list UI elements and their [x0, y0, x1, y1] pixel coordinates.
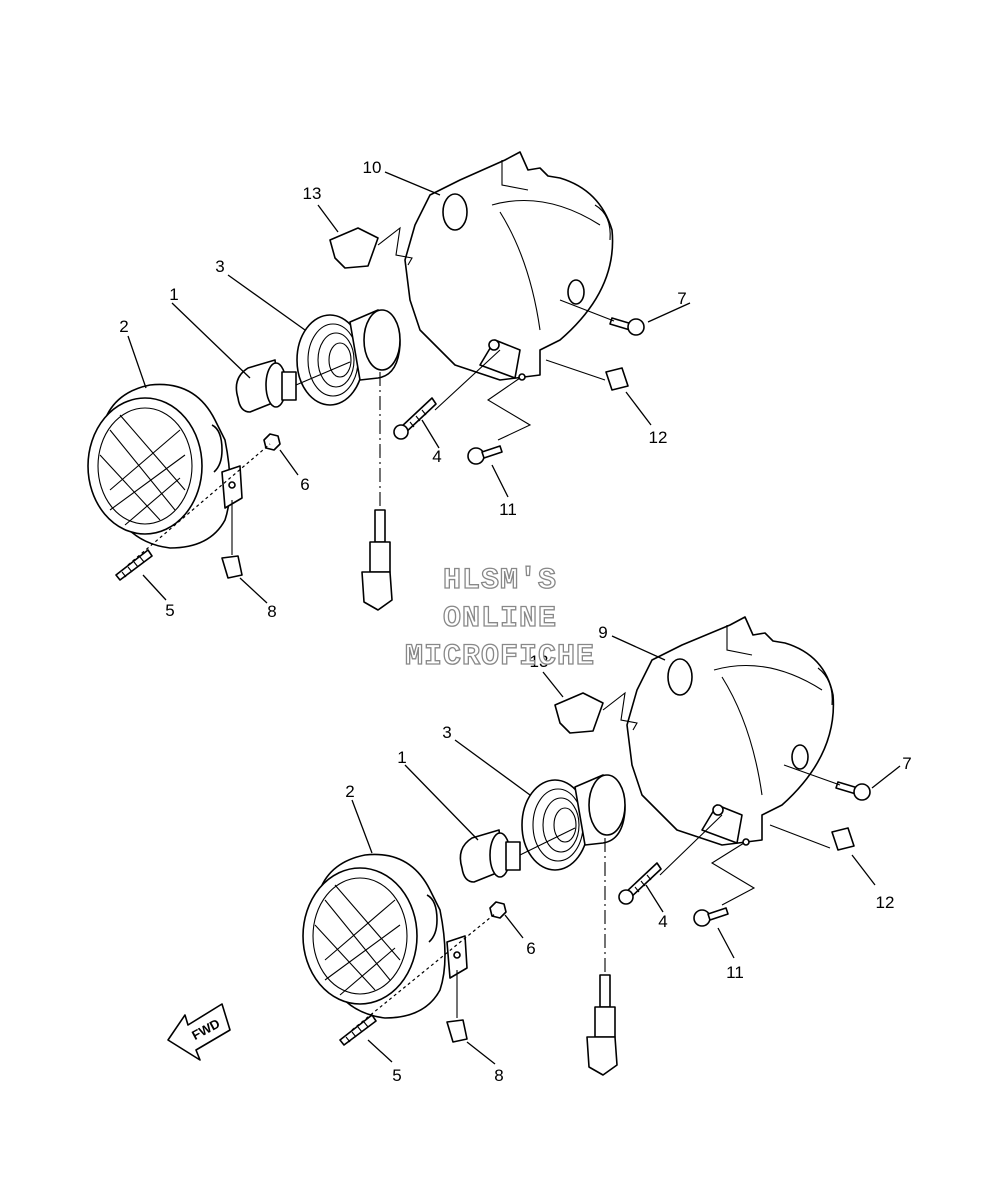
clip-nut-12-lower: [831, 827, 855, 851]
screw-4-lower: [618, 862, 662, 905]
bulb-socket-3: [296, 309, 401, 406]
screw-7-lower: [835, 781, 871, 801]
callout-13-lower: 13: [530, 652, 549, 671]
fwd-marker: FWD: [167, 1003, 231, 1061]
callout-2: 2: [119, 317, 128, 336]
callout-6-lower: 6: [526, 939, 535, 958]
retainer-8-lower: [446, 1019, 468, 1043]
screw-7: [609, 317, 645, 336]
callout-3: 3: [215, 257, 224, 276]
bulb-socket-3-lower: [521, 774, 626, 871]
callout-6: 6: [300, 475, 309, 494]
callout-11-lower: 11: [726, 963, 744, 982]
watermark-line-2: ONLINE: [443, 602, 557, 636]
callout-7: 7: [677, 289, 686, 308]
wire-connector-upper: [361, 372, 393, 611]
callout-5-lower: 5: [392, 1066, 401, 1085]
arrow-left-down-icon: [167, 1003, 231, 1061]
callout-7-lower: 7: [902, 754, 911, 773]
screw-4: [393, 397, 437, 440]
callout-4-lower: 4: [658, 912, 667, 931]
callout-5: 5: [165, 601, 174, 620]
clip-13: [329, 227, 379, 269]
callout-4: 4: [432, 447, 441, 466]
assembly-lower: 1 2 3 4 5 6 7 8 9 11 12 13: [302, 616, 912, 1085]
lens-2-lower: [302, 853, 468, 1019]
callout-12: 12: [649, 428, 668, 447]
callout-12-lower: 12: [876, 893, 895, 912]
callout-8: 8: [267, 602, 276, 621]
watermark-line-1: HLSM'S: [443, 564, 557, 598]
clip-13-lower: [554, 692, 604, 734]
watermark: HLSM'S ONLINE MICROFICHE: [404, 563, 595, 674]
screw-5-lower: [339, 1014, 377, 1046]
callout-3-lower: 3: [442, 723, 451, 742]
bulb-1-lower: [459, 827, 576, 883]
retainer-8: [221, 555, 243, 579]
screw-11-lower: [693, 907, 729, 927]
callout-11: 11: [499, 500, 517, 519]
callout-1-lower: 1: [397, 748, 406, 767]
watermark-line-3: MICROFICHE: [405, 640, 595, 674]
wire-connector-lower: [586, 838, 618, 1076]
callout-1: 1: [169, 285, 178, 304]
clip-nut-12: [605, 367, 629, 391]
assembly-upper: 1 2 3 4 5 6 7 8 10 11 12 13: [87, 151, 691, 621]
callout-10: 10: [363, 158, 382, 177]
callout-8-lower: 8: [494, 1066, 503, 1085]
housing-9: [626, 616, 835, 846]
callout-9: 9: [598, 623, 607, 642]
lens-2: [87, 383, 243, 549]
screw-11: [467, 445, 503, 465]
housing-10: [404, 151, 614, 381]
bulb-1: [235, 359, 351, 413]
screw-5: [115, 549, 153, 581]
callout-2-lower: 2: [345, 782, 354, 801]
callout-13: 13: [303, 184, 322, 203]
